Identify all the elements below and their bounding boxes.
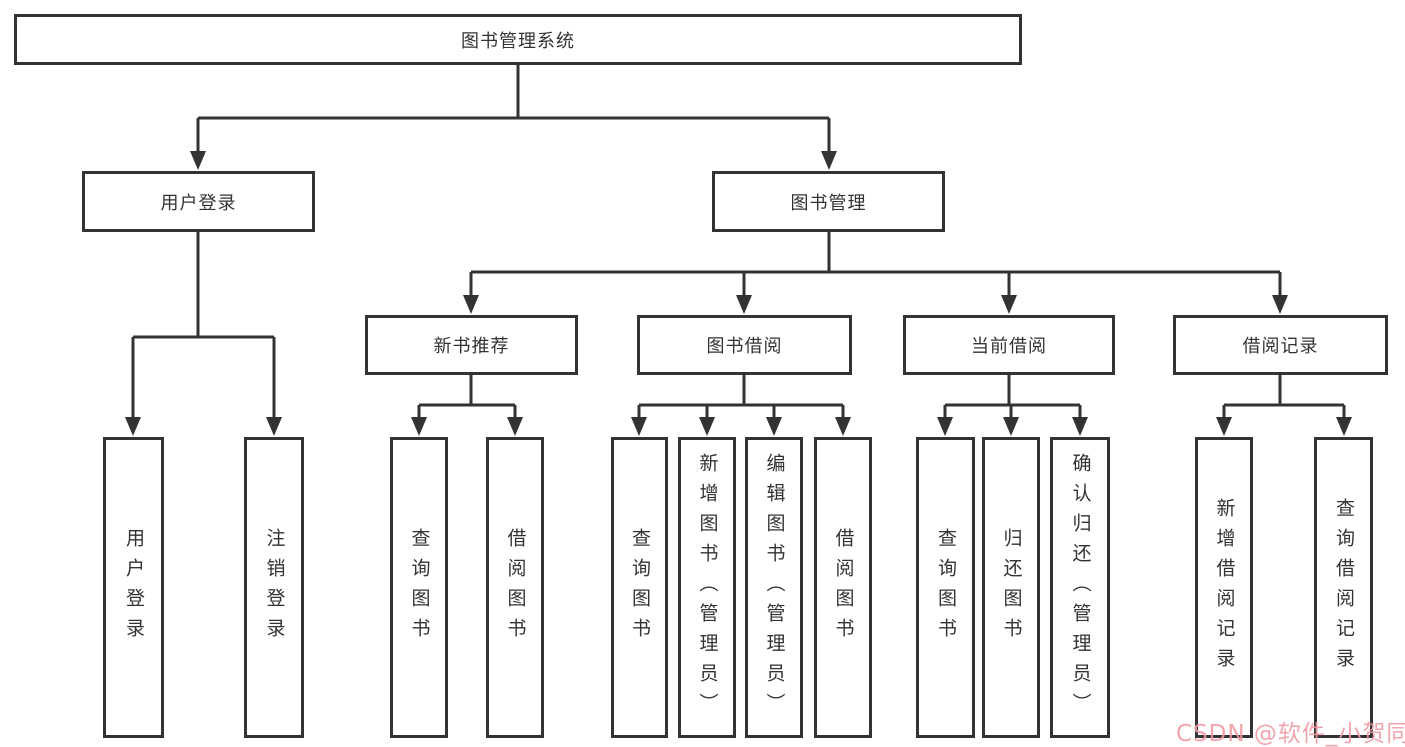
node-current-borrowing: 当前借阅: [903, 315, 1115, 375]
leaf-borrow-books-recommend: 借阅图书: [486, 437, 544, 738]
leaf-confirm-return-admin: 确认归还（管理员）: [1050, 437, 1110, 738]
node-borrowing-records: 借阅记录: [1173, 315, 1388, 375]
leaf-query-borrow-record: 查询借阅记录: [1314, 437, 1373, 738]
node-book-management: 图书管理: [712, 171, 945, 232]
leaf-add-borrow-record: 新增借阅记录: [1195, 437, 1253, 738]
arrowhead-icons: [125, 151, 1352, 436]
node-new-book-recommendation: 新书推荐: [365, 315, 578, 375]
leaf-query-books-borrow: 查询图书: [611, 437, 668, 738]
node-user-login: 用户登录: [82, 171, 315, 232]
node-book-borrowing: 图书借阅: [637, 315, 852, 375]
leaf-query-books-recommend: 查询图书: [390, 437, 448, 738]
leaf-return-books: 归还图书: [982, 437, 1040, 738]
csdn-watermark: CSDN @软件_小贺同学: [1176, 721, 1405, 747]
leaf-add-books-admin: 新增图书（管理员）: [678, 437, 736, 738]
node-root-system: 图书管理系统: [14, 14, 1022, 65]
leaf-borrow-books: 借阅图书: [814, 437, 872, 738]
leaf-logout: 注销登录: [244, 437, 304, 738]
leaf-query-books-current: 查询图书: [916, 437, 975, 738]
leaf-user-login: 用户登录: [103, 437, 164, 738]
leaf-edit-books-admin: 编辑图书（管理员）: [745, 437, 803, 738]
